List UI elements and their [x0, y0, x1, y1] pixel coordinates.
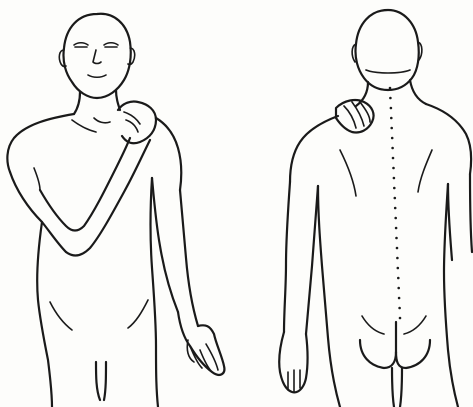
spine-dot	[390, 127, 393, 130]
back-leg-inner-right	[400, 368, 402, 407]
front-right-fingers	[190, 344, 218, 372]
spine-dot	[394, 197, 397, 200]
front-torso-left	[37, 222, 52, 407]
front-armpit-left	[34, 168, 40, 190]
front-eye-right	[104, 43, 118, 45]
back-scapula-left	[340, 150, 356, 196]
spine-dot	[389, 87, 392, 90]
spine-dot	[391, 137, 394, 140]
back-left-arm-outer	[284, 182, 290, 332]
front-knuckles	[124, 112, 140, 132]
spine-dot	[396, 257, 399, 260]
back-scapula-right	[418, 150, 432, 192]
spine-dot	[393, 177, 396, 180]
back-figure	[279, 10, 472, 407]
back-left-fingers	[288, 370, 300, 392]
spine-dot	[392, 157, 395, 160]
spine-dot	[395, 237, 398, 240]
front-shoulder-left	[7, 114, 74, 172]
back-lower-right	[404, 316, 426, 334]
spine-dot	[392, 167, 395, 170]
front-hip-left	[50, 302, 72, 330]
back-head	[355, 10, 418, 90]
front-hip-right	[128, 300, 148, 328]
spine-dot	[397, 287, 400, 290]
front-shoulder-right	[156, 118, 181, 190]
back-buttock-right	[396, 340, 430, 368]
front-mouth	[88, 75, 106, 77]
back-right-arm-inner	[448, 184, 452, 260]
spine-dot	[396, 247, 399, 250]
back-neck-right	[410, 80, 426, 104]
spine-dot	[399, 317, 402, 320]
front-neck-left	[74, 92, 80, 114]
front-nose	[93, 50, 101, 64]
back-hairline	[366, 70, 410, 73]
front-torso-right	[151, 178, 159, 407]
back-torso-right	[444, 184, 458, 407]
back-right-arm-outer	[470, 174, 472, 252]
front-groin-right	[104, 362, 106, 400]
spine-dot	[393, 187, 396, 190]
spine-dot	[398, 297, 401, 300]
front-eye-left	[74, 43, 88, 45]
spine-dot	[394, 207, 397, 210]
back-shoulder-left	[290, 116, 338, 182]
front-chest-line	[72, 120, 96, 132]
spine-dot	[391, 147, 394, 150]
back-shoulder-right	[426, 104, 471, 174]
front-forearm-upper	[40, 138, 130, 231]
back-leg-inner-left	[392, 368, 394, 407]
front-groin-left	[96, 362, 100, 400]
front-hand-on-shoulder	[118, 101, 156, 143]
front-right-arm-outer	[180, 190, 198, 326]
front-right-arm-inner	[152, 178, 178, 312]
back-buttock-left	[360, 340, 396, 368]
spine-dot	[394, 217, 397, 220]
front-left-arm-outer	[10, 172, 66, 252]
front-clavicle	[94, 118, 110, 123]
spine-dotted-line	[389, 87, 402, 320]
front-forearm-lower	[66, 140, 150, 255]
spine-dot	[395, 227, 398, 230]
front-figure	[7, 14, 224, 407]
spine-dot	[389, 97, 392, 100]
spine-dot	[397, 277, 400, 280]
spine-dot	[398, 307, 401, 310]
back-lower-left	[362, 316, 384, 334]
spine-dot	[390, 117, 393, 120]
back-left-arm-inner	[306, 186, 318, 334]
back-torso-left	[318, 186, 340, 407]
spine-dot	[397, 267, 400, 270]
front-head	[63, 14, 130, 98]
spine-dot	[390, 107, 393, 110]
